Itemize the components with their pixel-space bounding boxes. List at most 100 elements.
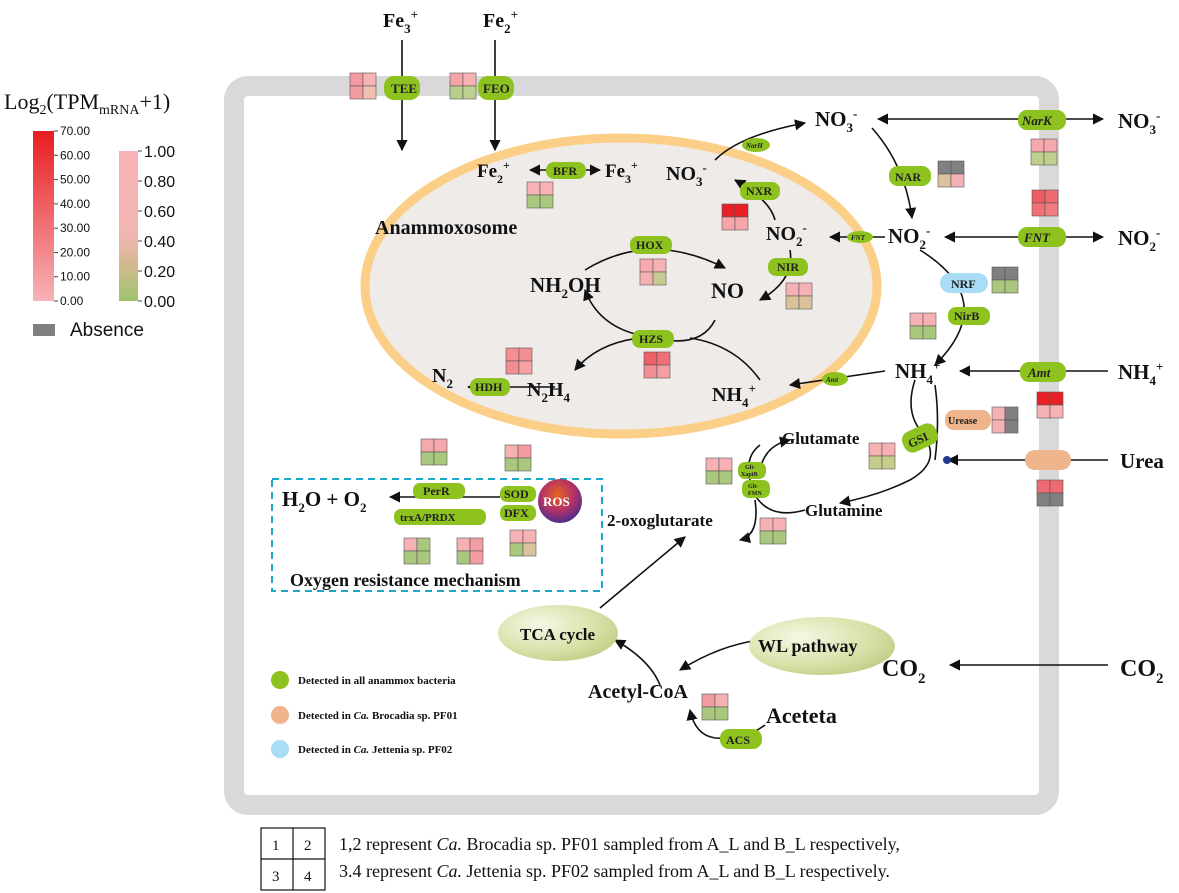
heat-gsi-cell [868, 455, 883, 470]
svg-text:XaptB: XaptB [741, 472, 758, 478]
scale-tick-right-label: 0.60 [144, 204, 175, 221]
no3-outside: NO3- [1118, 108, 1160, 137]
key-cell-4: 4 [304, 869, 312, 885]
heat-nirB-cell [909, 312, 924, 327]
svg-text:SOD: SOD [504, 487, 529, 501]
svg-text:TEE: TEE [391, 81, 417, 96]
no2-outside: NO2- [1118, 225, 1160, 254]
no-compound: NO [711, 278, 744, 303]
heat-trxa-cell [416, 550, 431, 565]
enzyme-trxa [394, 509, 486, 525]
heat-trxa-cell [403, 550, 418, 565]
svg-text:NIR: NIR [777, 260, 799, 274]
svg-text:NarK: NarK [1021, 113, 1053, 128]
heat-bfr-cell [539, 181, 554, 196]
enzyme-narh [742, 138, 770, 152]
detect-brocadia-swatch [271, 706, 289, 724]
heat-glt-cell [705, 470, 720, 485]
heat-trxa-cell [416, 537, 431, 552]
enzymes: TEE FEO BFR NarH NXR HOX NIR HZS HDH FNT… [384, 76, 1071, 749]
heat-urea-transport [1036, 479, 1064, 507]
heat-dfx-b-cell [509, 542, 524, 557]
heat-hox-cell [652, 271, 667, 286]
enzyme-feo [478, 76, 514, 100]
heat-bfr-cell [526, 194, 541, 209]
heat-gsi-cell [881, 455, 896, 470]
enzyme-amt-small [822, 372, 848, 386]
heat-nir-cell [798, 295, 813, 310]
svg-text:Amt: Amt [1027, 365, 1051, 380]
heat-nrf-cell [991, 279, 1006, 294]
heat-glt2 [759, 517, 787, 545]
heat-glt-cell [705, 457, 720, 472]
heat-feo [449, 72, 477, 100]
heat-tee-cell [362, 85, 377, 100]
heat-glt2-cell [759, 517, 774, 532]
heat-perR-cell [433, 438, 448, 453]
heat-hox [639, 258, 667, 286]
scale-tick-left-label: 10.00 [60, 270, 90, 284]
co2-inside: CO2 [882, 656, 926, 687]
heat-hdh-cell [518, 360, 533, 375]
heat-dfx-b-cell [522, 542, 537, 557]
tca-cycle-label: TCA cycle [520, 625, 596, 644]
heat-nirB-cell [922, 325, 937, 340]
heat-nar-cell [937, 173, 952, 188]
heat-nirB-cell [909, 325, 924, 340]
co2-outside: CO2 [1120, 656, 1164, 687]
enzyme-fnt [1018, 227, 1066, 247]
heat-nir-cell [785, 282, 800, 297]
svg-text:Log2(TPMmRNA+1): Log2(TPMmRNA+1) [4, 89, 170, 118]
heat-glt2-cell [772, 517, 787, 532]
ros-node [538, 479, 582, 523]
heat-hzs-cell [643, 364, 658, 379]
heat-sod-cell [504, 444, 519, 459]
scale-tick-left-label: 60.00 [60, 148, 90, 162]
heat-nir-cell [798, 282, 813, 297]
scale-tick-left-label: 40.00 [60, 197, 90, 211]
heat-hzs [643, 351, 671, 379]
heat-perR-cell [420, 451, 435, 466]
heat-nar-cell [950, 160, 965, 175]
anammoxosome-label: Anammoxosome [375, 217, 517, 239]
key-cell-1: 1 [272, 838, 280, 854]
heat-tee-cell [362, 72, 377, 87]
enzyme-urease [945, 410, 991, 430]
heat-urea-transport-cell [1036, 492, 1051, 507]
svg-text:Glt-: Glt- [748, 484, 758, 490]
enzyme-gsi [901, 423, 939, 453]
svg-text:Glt-: Glt- [745, 465, 755, 471]
scale-tick-left-label: 20.00 [60, 245, 90, 259]
enzyme-fnt-small [847, 231, 873, 243]
glutamate: Glutamate [782, 429, 860, 448]
heat-nar-cell [950, 173, 965, 188]
heat-nar-cell [937, 160, 952, 175]
no2-anammox: NO2- [766, 220, 807, 249]
fe2-outside: Fe2+ [483, 7, 518, 36]
nh4-anammox: NH4+ [712, 381, 756, 410]
heat-dfx-b [509, 529, 537, 557]
urea-outside: Urea [1120, 449, 1164, 473]
heat-nxr-cell [734, 203, 749, 218]
svg-text:NRF: NRF [951, 277, 976, 291]
heatmap-boxes [349, 72, 1064, 721]
enzyme-acs [720, 729, 762, 749]
enzyme-nrf [940, 273, 988, 293]
heat-hdh-cell [505, 360, 520, 375]
heat-amt [1036, 391, 1064, 419]
heat-nxr-cell [721, 216, 736, 231]
svg-text:trxA/PRDX: trxA/PRDX [400, 512, 456, 524]
enzyme-glt-fmn [742, 480, 770, 498]
heat-gsi [868, 442, 896, 470]
n2h4-compound: N2H4 [527, 379, 571, 405]
svg-text:FNT: FNT [851, 234, 866, 242]
enzyme-nar [889, 166, 931, 186]
scale-tick-left-label: 50.00 [60, 173, 90, 187]
enzyme-sod [500, 486, 536, 502]
scale-tick-right-label: 0.40 [144, 234, 175, 251]
heat-tee-cell [349, 85, 364, 100]
enzyme-amt [1020, 362, 1066, 382]
nh2oh-compound: NH2OH [530, 273, 601, 301]
heat-acs [701, 693, 729, 721]
absence-label: Absence [70, 320, 144, 341]
